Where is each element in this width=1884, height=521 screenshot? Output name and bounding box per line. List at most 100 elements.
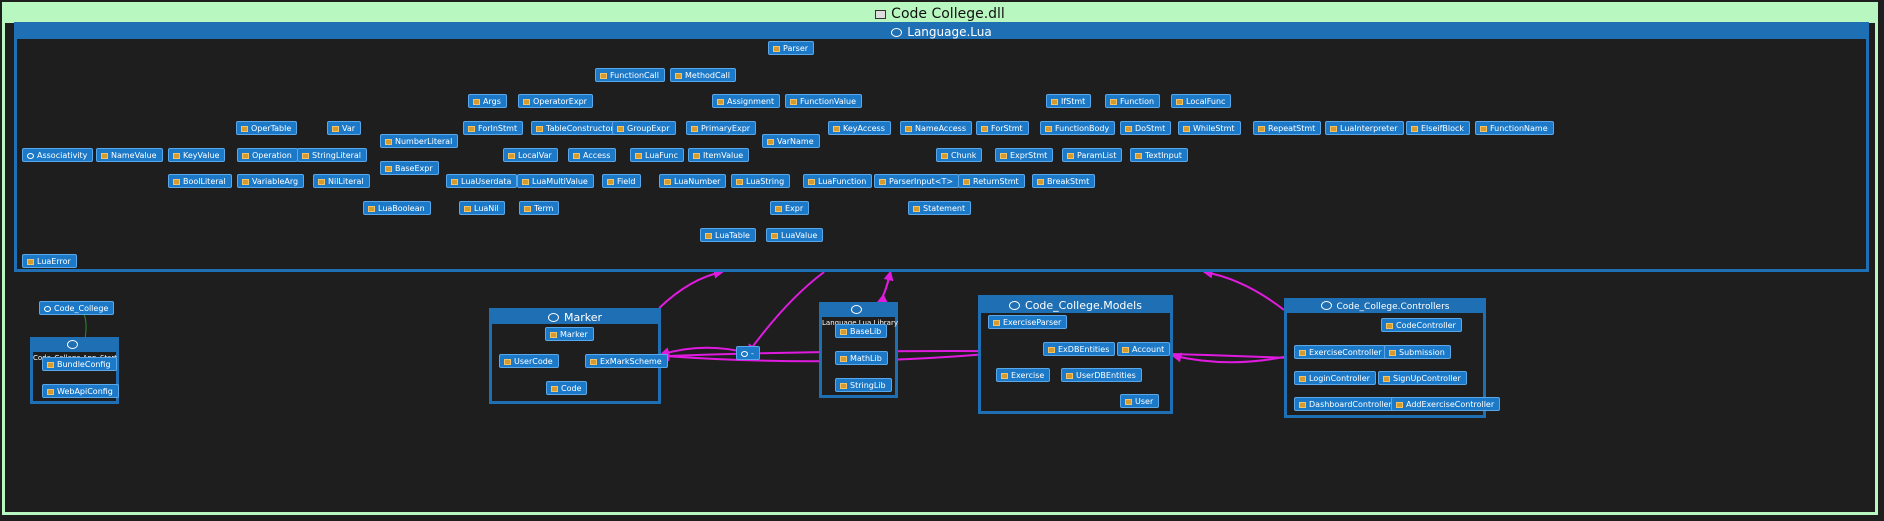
node-exerciseparser[interactable]: ExerciseParser	[988, 315, 1068, 329]
node-userdbentities[interactable]: UserDBEntities	[1061, 368, 1142, 382]
node-label: LuaString	[746, 177, 785, 186]
node-ifstmt[interactable]: IfStmt	[1046, 94, 1092, 108]
node-label: Parser	[783, 44, 809, 53]
node-label: StringLib	[850, 381, 886, 390]
node-returnstmt[interactable]: ReturnStmt	[958, 174, 1025, 188]
node-luainterpreter[interactable]: LuaInterpreter	[1325, 121, 1404, 135]
node-args[interactable]: Args	[468, 94, 507, 108]
node-luauserdata[interactable]: LuaUserdata	[446, 174, 518, 188]
node-mathlib[interactable]: MathLib	[835, 351, 888, 365]
node-parserinput[interactable]: ParserInput<T>	[874, 174, 960, 188]
node-luafunc[interactable]: LuaFunc	[630, 148, 684, 162]
node-numberliteral[interactable]: NumberLiteral	[380, 134, 459, 148]
node-keyaccess[interactable]: KeyAccess	[828, 121, 891, 135]
node-global[interactable]: -	[736, 346, 760, 360]
class-icon	[242, 179, 249, 185]
node-luavalue[interactable]: LuaValue	[766, 228, 824, 242]
node-code[interactable]: Code	[546, 381, 588, 395]
node-namevalue[interactable]: NameValue	[96, 148, 163, 162]
node-bundleconfig[interactable]: BundleConfig	[42, 357, 117, 371]
node-functionbody[interactable]: FunctionBody	[1040, 121, 1116, 135]
node-whilestmt[interactable]: WhileStmt	[1178, 121, 1241, 135]
node-access[interactable]: Access	[568, 148, 617, 162]
node-var[interactable]: Var	[327, 121, 362, 135]
node-textinput[interactable]: TextInput	[1130, 148, 1188, 162]
node-chunk[interactable]: Chunk	[936, 148, 983, 162]
node-addexercisecontroller[interactable]: AddExerciseController	[1391, 397, 1501, 411]
node-associativity[interactable]: Associativity	[22, 148, 94, 162]
node-itemvalue[interactable]: ItemValue	[688, 148, 750, 162]
class-icon	[1183, 126, 1190, 132]
node-primaryexpr[interactable]: PrimaryExpr	[686, 121, 757, 135]
node-exercisecontroller[interactable]: ExerciseController	[1294, 345, 1388, 359]
class-icon	[524, 206, 531, 212]
node-usercode[interactable]: UserCode	[499, 354, 559, 368]
node-exercise[interactable]: Exercise	[996, 368, 1051, 382]
node-luanil[interactable]: LuaNil	[459, 201, 505, 215]
node-groupexpr[interactable]: GroupExpr	[612, 121, 676, 135]
node-functionname[interactable]: FunctionName	[1475, 121, 1554, 135]
node-luanumber[interactable]: LuaNumber	[659, 174, 727, 188]
class-icon	[522, 179, 529, 185]
node-stringliteral[interactable]: StringLiteral	[297, 148, 368, 162]
node-function[interactable]: Function	[1105, 94, 1161, 108]
node-exmarkscheme[interactable]: ExMarkScheme	[585, 354, 668, 368]
node-code_college[interactable]: Code_College	[39, 301, 115, 315]
node-nilliteral[interactable]: NilLiteral	[313, 174, 370, 188]
node-tableconstructor[interactable]: TableConstructor	[531, 121, 620, 135]
node-dostmt[interactable]: DoStmt	[1120, 121, 1172, 135]
node-methodcall[interactable]: MethodCall	[670, 68, 736, 82]
node-functioncall[interactable]: FunctionCall	[595, 68, 665, 82]
node-luatable[interactable]: LuaTable	[700, 228, 756, 242]
node-dashboardcontroller[interactable]: DashboardController	[1294, 397, 1398, 411]
node-term[interactable]: Term	[519, 201, 560, 215]
node-localfunc[interactable]: LocalFunc	[1171, 94, 1232, 108]
node-statement[interactable]: Statement	[908, 201, 972, 215]
node-variablearg[interactable]: VariableArg	[237, 174, 305, 188]
node-opertable[interactable]: OperTable	[236, 121, 298, 135]
node-logincontroller[interactable]: LoginController	[1294, 371, 1376, 385]
node-webapiconfig[interactable]: WebApiConfig	[42, 384, 119, 398]
node-paramlist[interactable]: ParamList	[1062, 148, 1123, 162]
node-field[interactable]: Field	[602, 174, 642, 188]
class-icon	[675, 73, 682, 79]
node-keyvalue[interactable]: KeyValue	[168, 148, 226, 162]
node-nameaccess[interactable]: NameAccess	[900, 121, 972, 135]
node-forstmt[interactable]: ForStmt	[976, 121, 1029, 135]
node-exdbentities[interactable]: ExDBEntities	[1043, 342, 1116, 356]
node-operation[interactable]: Operation	[237, 148, 298, 162]
node-baseexpr[interactable]: BaseExpr	[380, 161, 439, 175]
node-parser[interactable]: Parser	[768, 41, 815, 55]
node-luamultivalue[interactable]: LuaMultiValue	[517, 174, 594, 188]
node-luastring[interactable]: LuaString	[731, 174, 791, 188]
node-forinstmt[interactable]: ForInStmt	[463, 121, 524, 135]
group-lua[interactable]: Language.Lua	[14, 22, 1869, 272]
node-boolliteral[interactable]: BoolLiteral	[168, 174, 232, 188]
class-icon	[617, 126, 624, 132]
node-label: LuaTable	[715, 231, 750, 240]
node-localvar[interactable]: LocalVar	[503, 148, 558, 162]
node-breakstmt[interactable]: BreakStmt	[1032, 174, 1096, 188]
node-baselib[interactable]: BaseLib	[835, 324, 888, 338]
class-icon	[705, 233, 712, 239]
node-user[interactable]: User	[1120, 394, 1160, 408]
node-elseifblock[interactable]: ElseifBlock	[1406, 121, 1471, 135]
node-functionvalue[interactable]: FunctionValue	[785, 94, 862, 108]
node-exprstmt[interactable]: ExprStmt	[995, 148, 1054, 162]
node-markercls[interactable]: Marker	[545, 327, 594, 341]
node-signupcontroller[interactable]: SignUpController	[1378, 371, 1467, 385]
node-submission[interactable]: Submission	[1384, 345, 1451, 359]
node-assignment[interactable]: Assignment	[712, 94, 781, 108]
node-luafunction[interactable]: LuaFunction	[803, 174, 873, 188]
node-expr[interactable]: Expr	[770, 201, 810, 215]
node-operatorexpr[interactable]: OperatorExpr	[518, 94, 593, 108]
node-luaboolean[interactable]: LuaBoolean	[363, 201, 431, 215]
node-label: WebApiConfig	[57, 387, 113, 396]
node-luaerror[interactable]: LuaError	[22, 254, 77, 268]
node-varname[interactable]: VarName	[762, 134, 820, 148]
class-icon	[368, 206, 375, 212]
node-stringlib[interactable]: StringLib	[835, 378, 892, 392]
node-codecontroller[interactable]: CodeController	[1381, 318, 1462, 332]
node-repeatstmt[interactable]: RepeatStmt	[1253, 121, 1322, 135]
node-account[interactable]: Account	[1117, 342, 1171, 356]
